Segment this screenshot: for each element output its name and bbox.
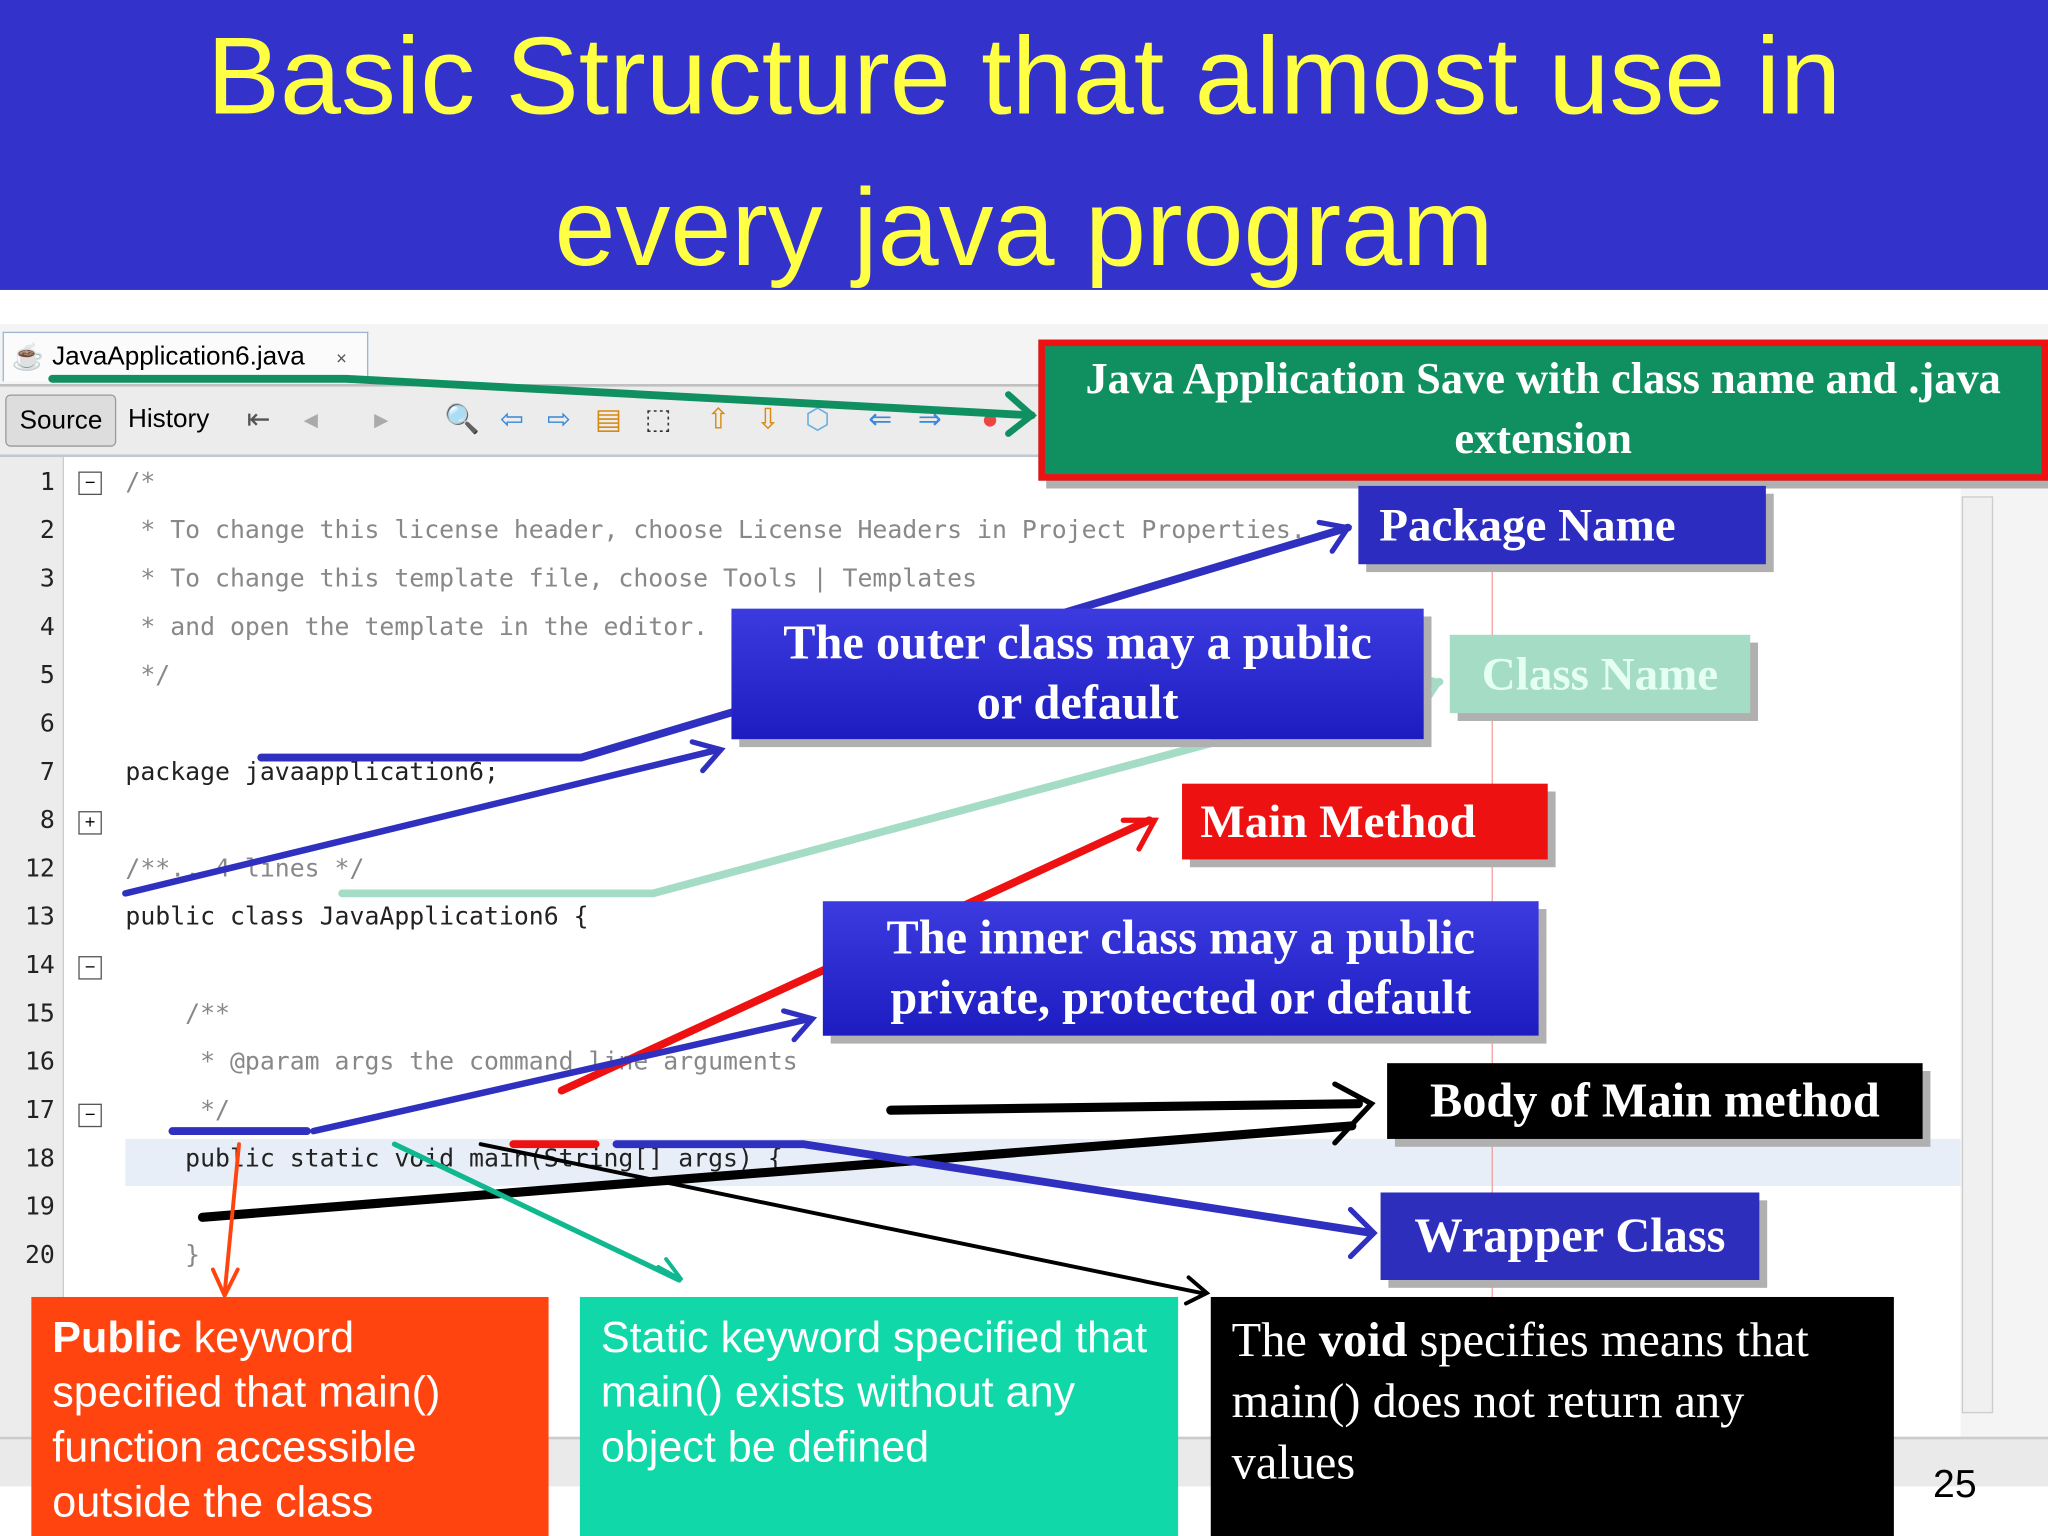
code-line: /* [125, 467, 156, 497]
fold-collapse-icon[interactable]: − [78, 1103, 102, 1128]
callout-class-name: Class Name [1449, 634, 1751, 714]
callout-main-method: Main Method [1182, 783, 1548, 860]
arrow-package [257, 523, 1352, 762]
line-number: 6 [39, 709, 55, 738]
arrow-public-head [210, 1267, 240, 1301]
last-edit-icon[interactable]: ⇤ [246, 402, 271, 435]
vertical-scrollbar[interactable] [1961, 496, 1994, 1414]
arrow-public [222, 1142, 241, 1296]
callout-public-keyword: Public keyword specified that main() fun… [31, 1296, 549, 1536]
public-bold: Public [52, 1312, 182, 1361]
public-text: keyword specified that main() function a… [52, 1312, 441, 1526]
arrow-inner-head [781, 1008, 818, 1043]
callout-outer-class: The outer class may a public or default [731, 608, 1424, 740]
code-line: */ [125, 1095, 230, 1125]
line-number: 1 [39, 467, 55, 497]
code-line: * To change this license header, choose … [125, 515, 1306, 545]
arrow-wrapper [612, 1140, 1376, 1237]
arrow-class-name [338, 677, 1444, 898]
line-number-gutter [0, 457, 64, 1437]
line-number: 16 [24, 1047, 55, 1077]
code-line: * and open the template in the editor. [125, 612, 709, 642]
code-line: */ [125, 660, 171, 690]
next-bookmark-icon[interactable]: ⇩ [755, 402, 781, 435]
line-number: 19 [24, 1192, 55, 1222]
line-number: 5 [39, 660, 55, 690]
line-number: 3 [39, 564, 55, 593]
line-number: 8 [39, 805, 55, 835]
arrow-static [391, 1141, 682, 1283]
previous-bookmark-icon[interactable]: ⇧ [706, 402, 731, 435]
source-button[interactable]: Source [5, 394, 117, 447]
title-line-1: Basic Structure that almost use in [206, 14, 1842, 138]
line-number: 14 [24, 950, 55, 980]
line-number: 7 [39, 757, 55, 787]
void-pre: The [1231, 1313, 1319, 1368]
arrow-void-head [1183, 1275, 1211, 1306]
tab-label: JavaApplication6.java [52, 342, 305, 371]
arrow-outer-head [689, 739, 726, 774]
back-icon[interactable]: ◂ [303, 402, 319, 435]
code-line: /** [125, 999, 230, 1028]
close-icon[interactable]: × [336, 346, 347, 368]
arrow-body-head [1332, 1081, 1376, 1146]
callout-main-body: Body of Main method [1387, 1063, 1923, 1139]
find-next-icon[interactable]: ⇨ [546, 402, 572, 435]
fold-expand-icon[interactable]: + [78, 811, 102, 835]
java-file-icon: ☕ [11, 343, 45, 373]
line-number: 18 [24, 1144, 55, 1173]
outer-class-text: The outer class may a public or default [783, 616, 1372, 731]
line-number: 2 [39, 515, 55, 545]
arrow-package-head [1316, 519, 1353, 554]
slide-number: 25 [1933, 1462, 1977, 1506]
title-line-2: every java program [554, 165, 1494, 289]
code-line: public class JavaApplication6 { [125, 902, 589, 932]
find-previous-icon[interactable]: ⇦ [499, 402, 525, 435]
arrow-wrapper-head [1347, 1206, 1378, 1260]
toggle-highlight-icon[interactable]: ▤ [595, 402, 623, 435]
arrow-outer [122, 746, 722, 897]
code-line: } [125, 1240, 201, 1270]
line-number: 12 [24, 854, 55, 883]
callout-wrapper-class: Wrapper Class [1380, 1192, 1760, 1280]
line-number: 20 [24, 1240, 55, 1270]
code-line: public static void main(String[] args) { [125, 1144, 783, 1173]
arrow-static-head [656, 1257, 684, 1282]
arrow-main-head [1120, 817, 1160, 852]
slide-title: Basic Structure that almost use in every… [0, 0, 2048, 290]
arrow-inner [310, 1015, 814, 1135]
arrow-body-top [886, 1099, 1363, 1115]
arrow-void [478, 1142, 1204, 1296]
line-number: 13 [24, 902, 55, 932]
code-line: * To change this template file, choose T… [125, 564, 978, 593]
code-line: package javaapplication6; [125, 757, 499, 787]
callout-inner-class: The inner class may a public private, pr… [822, 901, 1539, 1036]
line-number: 4 [39, 612, 55, 642]
void-text: specifies means that main() does not ret… [1231, 1313, 1809, 1491]
forward-icon[interactable]: ▸ [374, 402, 389, 435]
callout-file-save: Java Application Save with class name an… [1038, 339, 2048, 481]
code-line: /**...4 lines */ [125, 854, 365, 883]
arrow-save-head [1005, 391, 1037, 437]
inner-class-text: The inner class may a public private, pr… [886, 911, 1475, 1025]
arrow-save [48, 374, 1036, 420]
callout-static-keyword: Static keyword specified that main() exi… [579, 1296, 1179, 1536]
find-icon[interactable]: 🔍 [444, 402, 480, 435]
arrow-body-bottom [197, 1121, 1357, 1222]
void-bold: void [1318, 1313, 1408, 1368]
line-number: 17 [24, 1095, 55, 1125]
rectangular-selection-icon[interactable]: ⬚ [644, 402, 672, 435]
fold-collapse-icon[interactable]: − [78, 956, 102, 980]
fold-collapse-icon[interactable]: − [78, 471, 102, 496]
editor-tab[interactable]: ☕ JavaApplication6.java × [2, 331, 369, 382]
line-number: 15 [24, 999, 55, 1028]
history-button[interactable]: History [127, 404, 210, 434]
callout-void-keyword: The void specifies means that main() doe… [1210, 1296, 1894, 1536]
callout-package-name: Package Name [1358, 485, 1766, 565]
